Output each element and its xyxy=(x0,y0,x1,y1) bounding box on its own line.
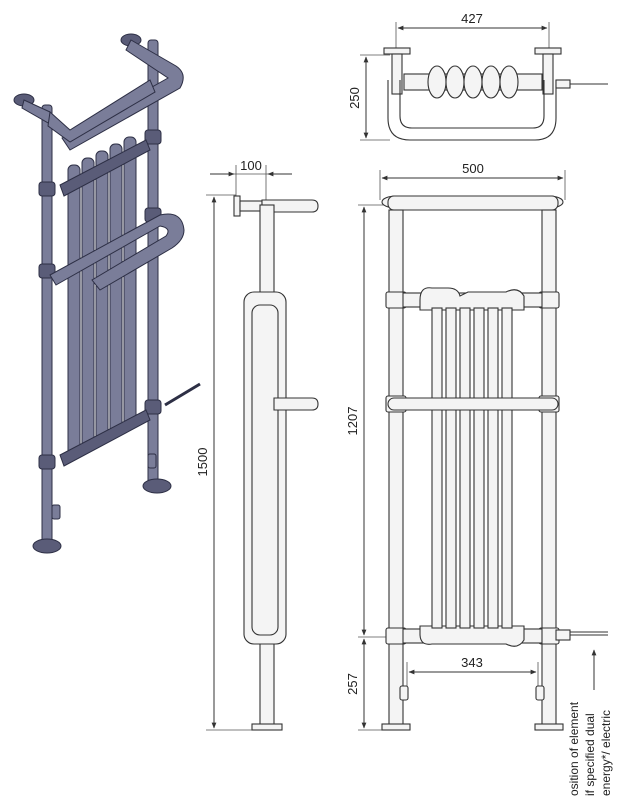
dim-overall-height: 1500 xyxy=(195,448,210,477)
isometric-view xyxy=(13,33,201,554)
dim-valve-height: 257 xyxy=(345,673,360,695)
dim-overall-width: 500 xyxy=(462,161,484,176)
dim-leg-centres: 343 xyxy=(461,655,483,670)
dim-centres-height: 1207 xyxy=(345,407,360,436)
top-view: 427 250 xyxy=(347,11,608,141)
note-line-2: if specified dual xyxy=(583,713,597,796)
front-view: 500 1207 257 343 xyxy=(345,161,608,731)
dim-top-depth: 250 xyxy=(347,87,362,109)
element-note: osition of element if specified dual ene… xyxy=(567,701,613,796)
dim-side-projection: 100 xyxy=(240,158,262,173)
note-line-1: osition of element xyxy=(567,701,581,796)
side-view: 100 1500 xyxy=(195,158,319,731)
dim-top-width: 427 xyxy=(461,11,483,26)
note-line-3: energy*/ electric xyxy=(599,710,613,796)
